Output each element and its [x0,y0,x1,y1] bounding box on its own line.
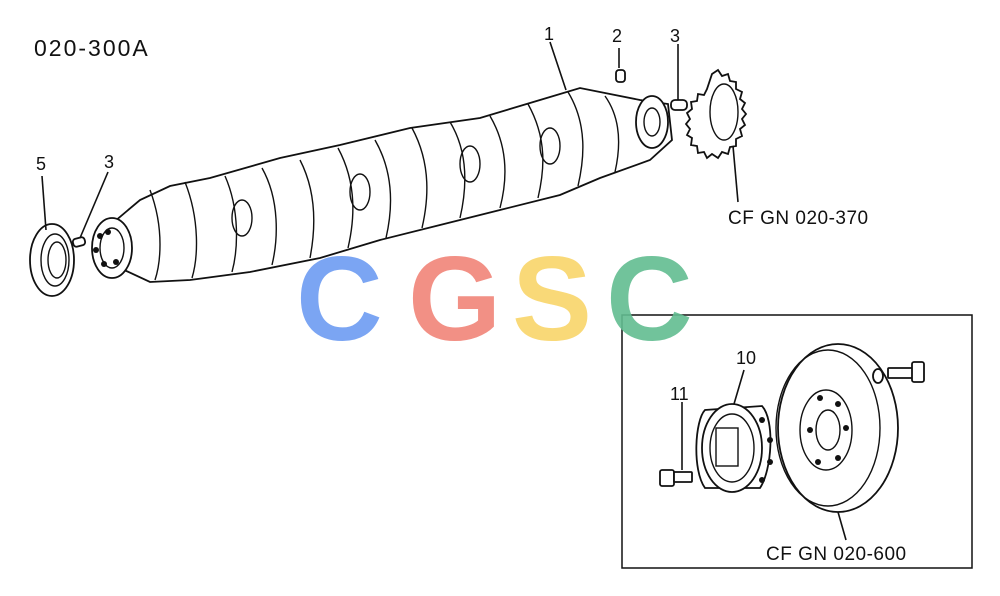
callout-11: 11 [670,384,689,404]
watermark-letter-2: G [408,232,501,366]
small-pin [615,69,626,83]
callout-5: 5 [36,154,46,174]
inset-frame [621,314,973,569]
leader-lines [41,41,847,541]
crank-gear [684,68,748,160]
hub-bolt [659,469,693,487]
crankshaft [91,87,673,283]
watermark-letter-1: C [296,232,383,366]
watermark-letter-3: S [512,232,592,366]
diagram-title: 020-300A [34,35,150,61]
pulley-hub [695,403,773,493]
reference-gear: CF GN 020-370 [728,208,869,229]
watermark: C G S C [296,232,693,366]
dowel-pin-front [670,99,688,111]
dowel-pin-rear [71,236,87,248]
oil-seal [29,223,75,297]
callout-3-front: 3 [670,26,680,46]
damper-pulley [775,343,899,513]
callout-3-rear: 3 [104,152,114,172]
callout-1: 1 [544,24,554,44]
callout-10: 10 [736,348,756,368]
watermark-letter-4: C [606,232,693,366]
callout-2: 2 [612,26,622,46]
reference-pulley: CF GN 020-600 [766,544,907,565]
pulley-bolt [872,361,925,384]
